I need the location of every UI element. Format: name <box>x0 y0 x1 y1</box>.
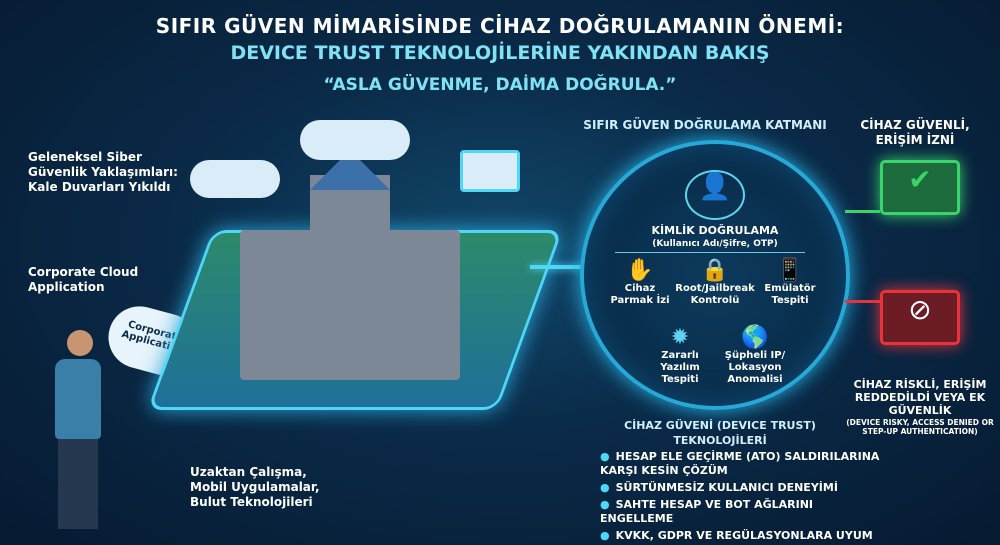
title-line-1: SIFIR GÜVEN MİMARİSİNDE CİHAZ DOĞRULAMAN… <box>155 14 845 38</box>
benefit-item: ●KVKK, GDPR VE REGÜLASYONLARA UYUM <box>600 529 873 542</box>
verification-circle <box>580 140 850 410</box>
divider <box>615 252 805 253</box>
outcome-risk-sub: (DEVICE RISKY, ACCESS DENIED OR STEP-UP … <box>846 418 994 436</box>
check-label: Emülatör Tespiti <box>764 283 816 306</box>
check-malware: ✹Zararlı Yazılım Tespiti <box>640 325 720 386</box>
person-illustration <box>55 330 105 530</box>
laptop-icon <box>460 150 520 192</box>
corporate-label: Corporate Cloud Application <box>28 265 139 294</box>
lock-icon: 🔒 <box>701 258 729 283</box>
check-label: Root/Jailbreak Kontrolü <box>675 283 755 306</box>
device-trust-title: CİHAZ GÜVENİ (DEVICE TRUST) TEKNOLOJİLER… <box>624 419 816 447</box>
title-line-2: DEVICE TRUST TEKNOLOJİLERİNE YAKINDAN BA… <box>230 42 770 64</box>
benefit-text: HESAP ELE GEÇİRME (ATO) SALDIRILARINA KA… <box>600 450 880 477</box>
world-map-icon: 🌎 <box>741 325 769 350</box>
check-emulator: 📱Emülatör Tespiti <box>760 258 820 307</box>
arrow-icon <box>530 265 590 269</box>
benefits-list: ●HESAP ELE GEÇİRME (ATO) SALDIRILARINA K… <box>600 450 890 543</box>
check-fingerprint: ✋Cihaz Parmak İzi <box>610 258 670 307</box>
check-label: Cihaz Parmak İzi <box>610 283 670 306</box>
outcome-ok-label: CİHAZ GÜVENLİ, ERİŞİM İZNİ <box>860 118 970 147</box>
castle-icon <box>240 230 460 380</box>
shield-check-icon: ✔ <box>880 160 960 215</box>
phone-icon: 📱 <box>776 258 804 283</box>
layer-title: SIFIR GÜVEN DOĞRULAMA KATMANI <box>583 118 827 132</box>
cloud-icon <box>190 160 280 198</box>
benefit-text: KVKK, GDPR VE REGÜLASYONLARA UYUM <box>615 529 873 542</box>
benefit-item: ●SAHTE HESAP VE BOT AĞLARINI ENGELLEME <box>600 498 813 525</box>
motto: “ASLA GÜVENME, DAİMA DOĞRULA.” <box>323 75 677 95</box>
shield-block-icon: ⊘ <box>880 290 960 345</box>
fingerprint-icon: ✋ <box>626 258 654 283</box>
arrow-ok-icon <box>845 210 880 213</box>
check-root: 🔒Root/Jailbreak Kontrolü <box>675 258 755 307</box>
identity-subtitle: (Kullanıcı Adı/Şifre, OTP) <box>652 239 778 249</box>
remote-label: Uzaktan Çalışma, Mobil Uygulamalar, Bulu… <box>190 465 320 509</box>
outcome-risk-label: CİHAZ RİSKLİ, ERİŞİM REDDEDİLDİ VEYA EK … <box>853 378 987 417</box>
benefit-text: SAHTE HESAP VE BOT AĞLARINI ENGELLEME <box>600 498 813 525</box>
virus-icon: ✹ <box>670 325 690 350</box>
identity-title: KİMLİK DOĞRULAMA <box>651 224 779 237</box>
benefit-item: ●SÜRTÜNMESİZ KULLANICI DENEYİMİ <box>600 481 838 494</box>
benefit-text: SÜRTÜNMESİZ KULLANICI DENEYİMİ <box>615 481 838 494</box>
cloud-icon <box>300 120 410 160</box>
check-label: Zararlı Yazılım Tespiti <box>660 350 700 385</box>
user-key-icon: 👤 <box>685 170 745 220</box>
check-label: Şüpheli IP/ Lokasyon Anomalisi <box>724 350 786 385</box>
traditional-label: Geleneksel Siber Güvenlik Yaklaşımları: … <box>28 150 178 194</box>
arrow-risk-icon <box>845 300 880 303</box>
check-ip: 🌎Şüpheli IP/ Lokasyon Anomalisi <box>715 325 795 386</box>
benefit-item: ●HESAP ELE GEÇİRME (ATO) SALDIRILARINA K… <box>600 450 880 477</box>
